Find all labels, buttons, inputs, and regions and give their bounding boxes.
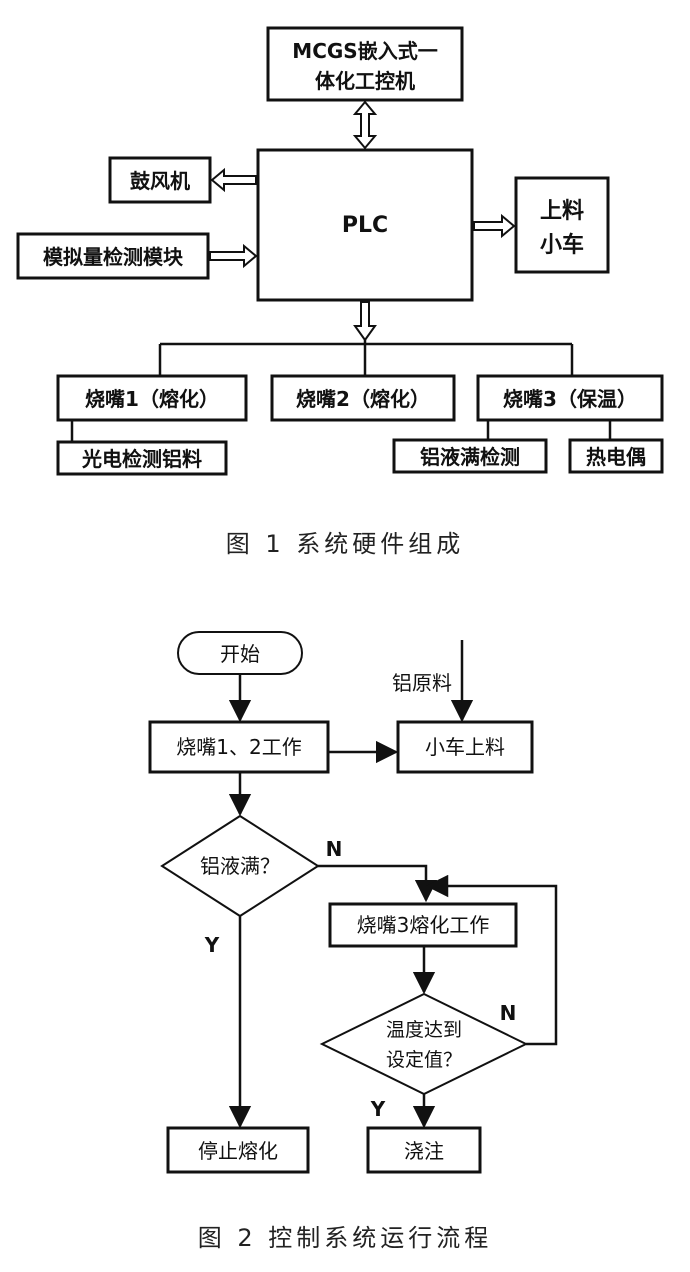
decision1-n-arrow — [318, 864, 438, 903]
stop-melting-box — [166, 1126, 310, 1174]
flowchart: 开始 烧嘴1、2工作 铝原料 小车上料 铝液满？ N Y 烧嘴3熔化工作 温度达… — [148, 631, 558, 1174]
burner3-box — [476, 374, 664, 422]
plc-down-arrow — [353, 301, 377, 342]
mcgs-box — [266, 26, 464, 102]
decision2-n-label: N — [500, 1001, 517, 1025]
thermocouple-label: 热电偶 — [586, 445, 646, 469]
plc-box — [256, 148, 474, 302]
analog-module-label: 模拟量检测模块 — [43, 245, 184, 269]
temp-reached-label: 温度达到 — [386, 1019, 462, 1041]
burner2-box — [270, 374, 456, 422]
cart-feed-label: 小车上料 — [425, 735, 505, 759]
cart-label: 上料 — [540, 199, 584, 224]
burner3-work-box — [328, 902, 518, 948]
burner3-work-label: 烧嘴3熔化工作 — [357, 913, 490, 937]
photo-detect-label: 光电检测铝料 — [81, 447, 202, 471]
figure1-caption: 图 1 系统硬件组成 — [226, 530, 465, 558]
photo-detect-box — [56, 440, 228, 476]
analog-module-box — [16, 232, 210, 280]
plc-to-cart-arrow — [473, 213, 516, 239]
blower-label: 鼓风机 — [130, 169, 190, 193]
cart-box — [514, 176, 610, 274]
liquid-full-detect-label: 铝液满检测 — [420, 445, 520, 469]
decision1-n-label: N — [326, 837, 343, 861]
burner12-work-label: 烧嘴1、2工作 — [176, 735, 301, 759]
plc-to-blower-arrow — [210, 167, 257, 193]
raw-material-label: 铝原料 — [392, 671, 452, 695]
mcgs-label: MCGS嵌入式一 — [292, 39, 437, 63]
temperature-decision — [319, 992, 529, 1096]
stop-melting-label: 停止熔化 — [198, 1139, 278, 1163]
liquid-full-detect-box — [392, 438, 548, 474]
blower-box — [108, 156, 212, 204]
cart-label-2: 小车 — [540, 232, 584, 258]
burner3-label: 烧嘴3（保温） — [503, 387, 637, 411]
decision2-y-label: Y — [370, 1097, 386, 1121]
figure2-caption: 图 2 控制系统运行流程 — [198, 1224, 493, 1252]
burner1-label: 烧嘴1（熔化） — [85, 387, 219, 411]
pour-box — [366, 1126, 482, 1174]
cart-feed-box — [396, 720, 534, 774]
liquid-full-label: 铝液满？ — [200, 854, 280, 878]
hardware-diagram: MCGS嵌入式一 体化工控机 PLC 鼓风机 模拟量检测模块 上料 小车 烧嘴1… — [16, 26, 664, 476]
decision2-n-loop-arrow — [425, 874, 558, 1046]
burner1-box — [56, 374, 248, 422]
temp-reached-label-2: 设定值？ — [386, 1049, 462, 1071]
mcgs-plc-double-arrow — [352, 100, 378, 150]
pour-label: 浇注 — [404, 1139, 444, 1163]
mcgs-label-2: 体化工控机 — [315, 69, 415, 93]
burner2-label: 烧嘴2（熔化） — [296, 387, 430, 411]
plc-label: PLC — [342, 213, 388, 238]
start-label: 开始 — [220, 642, 260, 666]
decision1-y-label: Y — [204, 933, 220, 957]
thermocouple-box — [568, 438, 664, 474]
burner12-work-box — [148, 720, 330, 774]
analog-to-plc-arrow — [209, 243, 258, 269]
